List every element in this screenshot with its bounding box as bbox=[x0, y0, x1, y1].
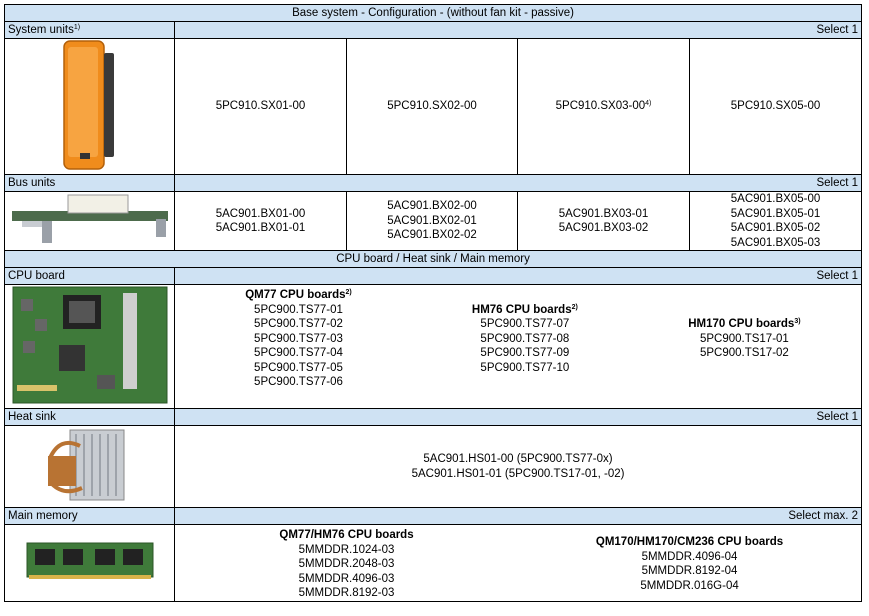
cpu-board-groups: QM77 CPU boards2) 5PC900.TS77-01 5PC900.… bbox=[173, 284, 863, 409]
memory-group-qm77-hm76: QM77/HM76 CPU boards 5MMDDR.1024-03 5MMD… bbox=[279, 529, 414, 599]
cpu-board-label: CPU board bbox=[4, 267, 175, 285]
heat-sink-icon bbox=[47, 429, 124, 501]
main-memory-image bbox=[4, 524, 175, 602]
main-memory-groups: QM77/HM76 CPU boards 5MMDDR.1024-03 5MMD… bbox=[173, 524, 863, 602]
heat-sink-label: Heat sink bbox=[4, 408, 175, 426]
base-system-banner: Base system - Configuration - (without f… bbox=[3, 4, 863, 22]
system-unit-sx05: 5PC910.SX05-00 bbox=[688, 38, 863, 175]
cpu-board-icon bbox=[12, 286, 167, 404]
memory-group-qm170: QM170/HM170/CM236 CPU boards 5MMDDR.4096… bbox=[595, 536, 784, 592]
system-unit-sx01: 5PC910.SX01-00 bbox=[174, 38, 347, 175]
system-unit-sx02: 5PC910.SX02-00 bbox=[346, 38, 518, 175]
heat-sink-image bbox=[4, 425, 175, 508]
system-units-label: System units1) bbox=[4, 21, 175, 39]
bus-units-select: Select 1 bbox=[173, 174, 863, 192]
heat-sink-select: Select 1 bbox=[173, 408, 863, 426]
memory-module-icon bbox=[26, 542, 153, 580]
cpu-board-image bbox=[4, 284, 175, 409]
main-memory-label: Main memory bbox=[4, 507, 175, 525]
bus-unit-icon bbox=[11, 194, 168, 243]
bus-units-label: Bus units bbox=[4, 174, 175, 192]
configuration-table: Base system - Configuration - (without f… bbox=[3, 4, 863, 602]
bus-unit-image bbox=[4, 191, 175, 251]
cpu-group-qm77: QM77 CPU boards2) 5PC900.TS77-01 5PC900.… bbox=[245, 289, 352, 388]
system-unit-icon bbox=[62, 40, 114, 170]
system-unit-sx03: 5PC910.SX03-004) bbox=[517, 38, 690, 175]
heat-sink-items: 5AC901.HS01-00 (5PC900.TS77-0x) 5AC901.H… bbox=[173, 425, 863, 508]
main-memory-select: Select max. 2 bbox=[173, 507, 863, 525]
cpu-group-hm76: HM76 CPU boards2) 5PC900.TS77-07 5PC900.… bbox=[471, 303, 578, 374]
system-unit-image bbox=[4, 38, 175, 175]
system-units-select: Select 1 bbox=[173, 21, 863, 39]
cpu-group-hm170: HM170 CPU boards3) 5PC900.TS17-01 5PC900… bbox=[688, 318, 801, 359]
cpu-section-banner: CPU board / Heat sink / Main memory bbox=[3, 250, 863, 268]
cpu-board-select: Select 1 bbox=[173, 267, 863, 285]
